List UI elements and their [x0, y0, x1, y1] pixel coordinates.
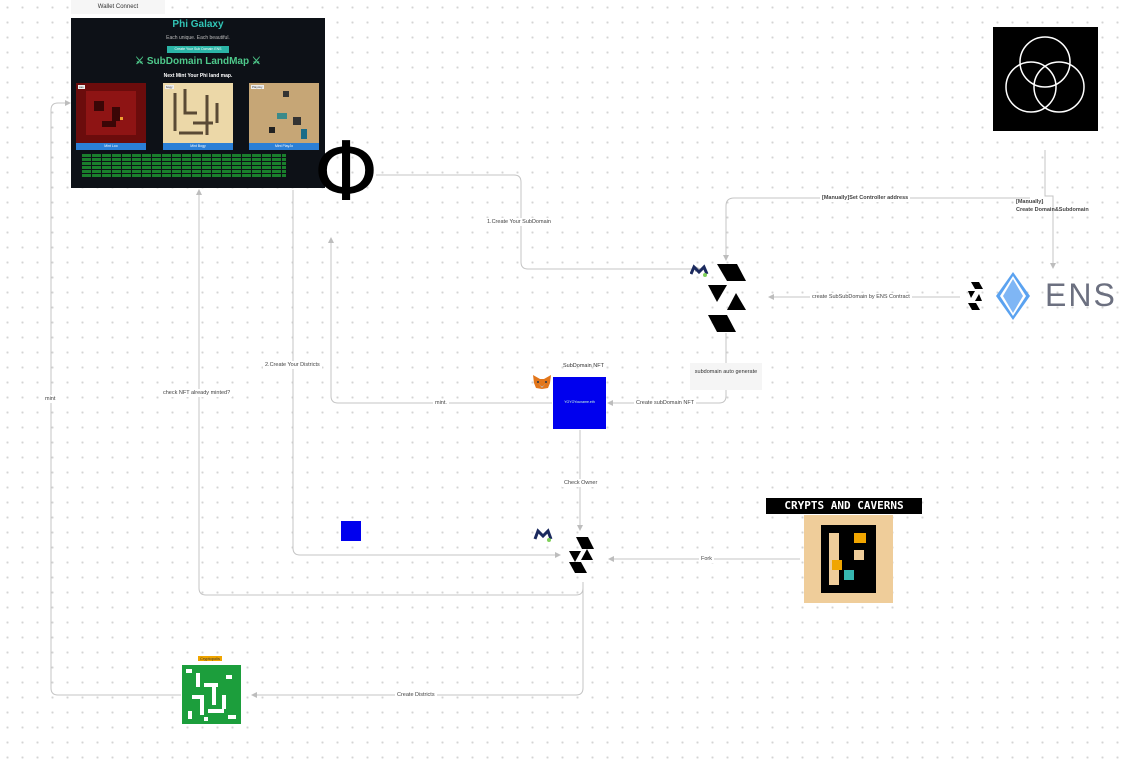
label-check-owner: Check Owner: [562, 479, 600, 487]
land-card: PlayJoy Mint PlayJo: [249, 83, 319, 150]
label-manually-line1: [Manually]: [1016, 199, 1044, 205]
label-create-districts-2: 2.Create Your Districts: [263, 361, 322, 369]
label-check-minted: check NFT already minted?: [161, 389, 233, 397]
district-grid: [81, 153, 286, 177]
subdomain-nft-card: YOYOYouname.eth: [553, 377, 606, 429]
label-create-subdomain-nft: Create subDomain NFT: [634, 399, 697, 407]
edge-check-minted: [196, 189, 584, 596]
edge-mint-mid: [328, 237, 552, 404]
metamask-fox-icon: [533, 375, 551, 389]
wallet-connect-button[interactable]: Wallet Connect: [71, 0, 165, 14]
crypts-and-caverns-logo: [804, 515, 893, 603]
app-title: Phi Galaxy: [172, 19, 224, 30]
card-tag: cas: [78, 85, 85, 89]
solidity-contract-top: [690, 264, 746, 332]
app-heading: ⚔ SubDomain LandMap ⚔: [135, 56, 261, 67]
rings-icon: [1005, 36, 1085, 113]
label-mint-left: mint: [43, 395, 58, 403]
edge-create-districts-2: [292, 190, 561, 558]
edge-create-subdomain-nft: [607, 390, 727, 406]
district-pattern-icon: [186, 669, 236, 721]
district-nft-card: [341, 521, 361, 541]
nft-text: YOYOYouname.eth: [564, 400, 595, 404]
solidity-contract-bottom: [533, 528, 594, 573]
land-map-icon: [269, 91, 307, 139]
label-create-districts: Create Districts: [395, 691, 437, 699]
card-tag: PlayJoy: [251, 85, 264, 89]
label-fork: Fork: [699, 555, 714, 563]
edge-manually-create: [1044, 150, 1056, 269]
label-create-subsubdomain: create SubSubDomain by ENS Contract: [810, 293, 912, 301]
card-tag: bogy: [165, 85, 174, 89]
subdomain-nft-title: SubDomain NFT: [563, 363, 604, 369]
phi-logo: Φ: [313, 125, 379, 220]
cryptopolis-tag: Cryptopolis: [198, 656, 223, 661]
edge-create-districts: [251, 582, 584, 698]
solidity-icon: [569, 537, 594, 573]
app-subtitle: Each unique. Each beautiful.: [166, 35, 230, 41]
label-mint-mid: mint.: [433, 399, 449, 407]
triple-circle-logo: [993, 27, 1098, 131]
ens-logo: [968, 272, 1030, 320]
solidity-icon: [708, 264, 746, 332]
crypts-icon: [821, 525, 876, 593]
subdomain-auto-generate-box: subdomain auto generate: [690, 363, 762, 390]
metamask-m-icon: [533, 528, 553, 542]
ens-diamond-icon: [996, 272, 1030, 320]
card-mint-button[interactable]: Mint Bogy: [163, 143, 233, 150]
phi-app-preview: Phi Galaxy Each unique. Each beautiful. …: [71, 18, 325, 188]
label-manually-line2: Create Domain&Subdomain: [1016, 207, 1089, 213]
district-tile: [182, 665, 241, 724]
land-map-icon: [86, 91, 136, 135]
label-set-controller: [Manually]Set Controller address: [820, 194, 911, 202]
solidity-small-icon: [968, 282, 983, 310]
label-create-subdomain: 1.Create Your SubDomain: [485, 218, 553, 226]
app-subheading: Next Mint Your Phi land map.: [163, 73, 233, 79]
create-subdomain-button[interactable]: Create Your Sub Domain ENS: [167, 46, 229, 53]
crypts-and-caverns-title: CRYPTS AND CAVERNS: [766, 498, 922, 514]
edge-set-controller: [723, 197, 1030, 261]
edge-mint-left: [50, 100, 181, 696]
land-card: bogy Mint Bogy: [163, 83, 233, 150]
land-card: cas Mint Loo: [76, 83, 146, 150]
card-mint-button[interactable]: Mint PlayJo: [249, 143, 319, 150]
metamask-m-icon: [690, 264, 709, 277]
ens-wordmark: ENS: [1045, 277, 1117, 313]
card-mint-button[interactable]: Mint Loo: [76, 143, 146, 150]
label-manually-create: [Manually] Create Domain&Subdomain: [1014, 197, 1091, 215]
land-map-icon: [173, 89, 219, 135]
